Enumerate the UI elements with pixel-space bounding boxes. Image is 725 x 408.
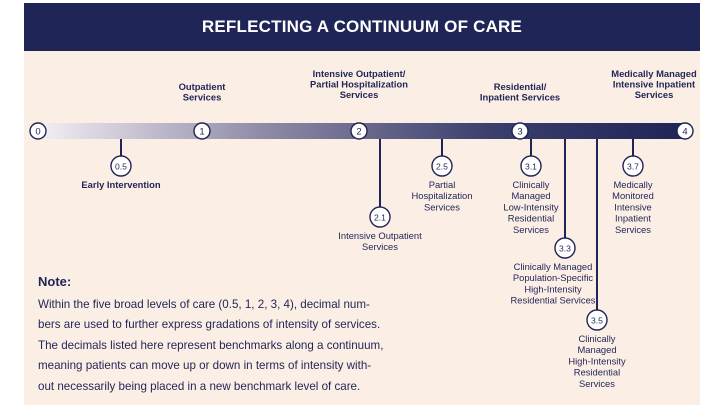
level-node-3-number: 3 (517, 126, 522, 137)
level-label-3-line: Inpatient Services (480, 92, 560, 103)
note-line: Within the five broad levels of care (0.… (38, 298, 370, 311)
sublevel-node-3.3-circle (554, 237, 576, 259)
sublevel-label-2.5-line: Services (424, 201, 460, 212)
level-node-4-number: 4 (682, 126, 687, 137)
note: Note: Within the five broad levels of ca… (38, 274, 408, 397)
level-node-2-number: 2 (356, 126, 361, 137)
sublevel-node-3.3: 3.3 (554, 237, 576, 259)
level-node-0: 0 (29, 122, 47, 140)
sublevel-label-3.3-line: Residential Services (511, 295, 596, 306)
level-label-2: Intensive Outpatient/Partial Hospitaliza… (310, 68, 408, 100)
sublevel-label-0.5-line: Early Intervention (81, 179, 160, 190)
sublevel-label-2.5-line: Partial (429, 179, 456, 190)
level-label-4-line: Intensive Inpatient (613, 79, 695, 90)
level-node-1: 1 (193, 122, 211, 140)
sublevel-label-3.7-line: Monitored (612, 190, 654, 201)
note-title: Note: (38, 274, 72, 289)
sublevel-node-3.7-circle (622, 155, 644, 177)
sublevel-label-2.5-line: Hospitalization (412, 190, 473, 201)
sublevel-node-3.5-circle (586, 309, 608, 331)
level-label-2-line: Services (340, 89, 379, 100)
level-label-4-line: Medically Managed (611, 68, 697, 79)
sublevel-label-3.7-line: Intensive (614, 201, 652, 212)
level-label-1-line: Outpatient (179, 81, 226, 92)
sublevel-label-3.5-line: High-Intensity (568, 355, 626, 366)
note-line: out necessarily being placed in a new be… (38, 379, 361, 393)
level-label-3-line: Residential/ (494, 81, 547, 92)
sublevel-node-2.5: 2.5 (431, 155, 453, 177)
sublevel-node-2.1: 2.1 (369, 206, 391, 228)
sublevel-node-3.5: 3.5 (586, 309, 608, 331)
sublevel-label-3.1-line: Services (513, 224, 549, 235)
level-node-4-circle (676, 122, 694, 140)
sublevel-node-0.5-number: 0.5 (115, 161, 127, 171)
sublevel-node-3.5-number: 3.5 (591, 315, 603, 325)
level-label-2-line: Partial Hospitalization (310, 79, 408, 90)
sublevel-node-0.5: 0.5 (110, 155, 132, 177)
continuum-figure: REFLECTING A CONTINUUM OF CARE 0 1 2 3 4 Out… (24, 3, 700, 405)
sublevel-label-3.7-line: Medically (613, 179, 652, 190)
level-label-1-line: Services (183, 92, 222, 103)
sublevel-label-2.1-line: Services (362, 241, 398, 252)
note-line: The decimals listed here represent bench… (38, 338, 384, 352)
sublevel-node-3.3-number: 3.3 (559, 243, 571, 253)
sublevel-node-2.1-number: 2.1 (374, 212, 386, 222)
header-bar: REFLECTING A CONTINUUM OF CARE (24, 3, 700, 51)
sublevel-label-3.3-line: Population-Specific (513, 272, 594, 283)
level-node-1-number: 1 (199, 126, 204, 137)
level-node-0-number: 0 (35, 126, 40, 137)
sublevel-label-3.5-line: Managed (577, 344, 616, 355)
sublevel-node-3.1-number: 3.1 (525, 161, 537, 171)
sublevel-label-3.3-line: High-Intensity (524, 283, 582, 294)
level-node-2: 2 (350, 122, 368, 140)
sublevel-label-0.5: Early Intervention (81, 179, 160, 190)
sublevel-node-3.1-circle (520, 155, 542, 177)
sublevel-node-0.5-circle (110, 155, 132, 177)
sublevel-label-3.5-line: Residential (574, 367, 620, 378)
sublevel-node-3.7-number: 3.7 (627, 161, 639, 171)
sublevel-label-3.1-line: Clinically (513, 179, 550, 190)
level-label-4-line: Services (635, 89, 674, 100)
sublevel-label-3.5-line: Clinically (579, 333, 616, 344)
sublevel-node-2.5-circle (431, 155, 453, 177)
sublevel-label-3.1-line: Managed (511, 190, 550, 201)
sublevel-label-3.7-line: Services (615, 224, 651, 235)
level-label-3: Residential/Inpatient Services (480, 81, 560, 103)
sublevel-label-2.1-line: Intensive Outpatient (338, 230, 422, 241)
sublevel-node-2.1-circle (369, 206, 391, 228)
level-node-1-circle (193, 122, 211, 140)
level-node-3-circle (511, 122, 529, 140)
sublevel-label-3.7-line: Inpatient (615, 213, 651, 224)
sublevel-label-3.3-line: Clinically Managed (514, 261, 593, 272)
sublevel-label-3.5-line: Services (579, 378, 615, 389)
sublevel-node-3.1: 3.1 (520, 155, 542, 177)
level-node-0-circle (29, 122, 47, 140)
sublevel-label-3.1-line: Low-Intensity (503, 201, 559, 212)
note-body: Within the five broad levels of care (0.… (38, 295, 408, 397)
note-line: meaning patients can move up or down in … (38, 359, 372, 373)
level-node-4: 4 (676, 122, 694, 140)
sublevel-node-3.7: 3.7 (622, 155, 644, 177)
figure-title: REFLECTING A CONTINUUM OF CARE (201, 17, 523, 36)
level-node-3: 3 (511, 122, 529, 140)
level-label-2-line: Intensive Outpatient/ (313, 68, 406, 79)
note-line: bers are used to further express gradati… (38, 318, 381, 332)
sublevel-label-3.1-line: Residential (508, 213, 554, 224)
sublevel-node-2.5-number: 2.5 (436, 161, 448, 171)
level-node-2-circle (350, 122, 368, 140)
